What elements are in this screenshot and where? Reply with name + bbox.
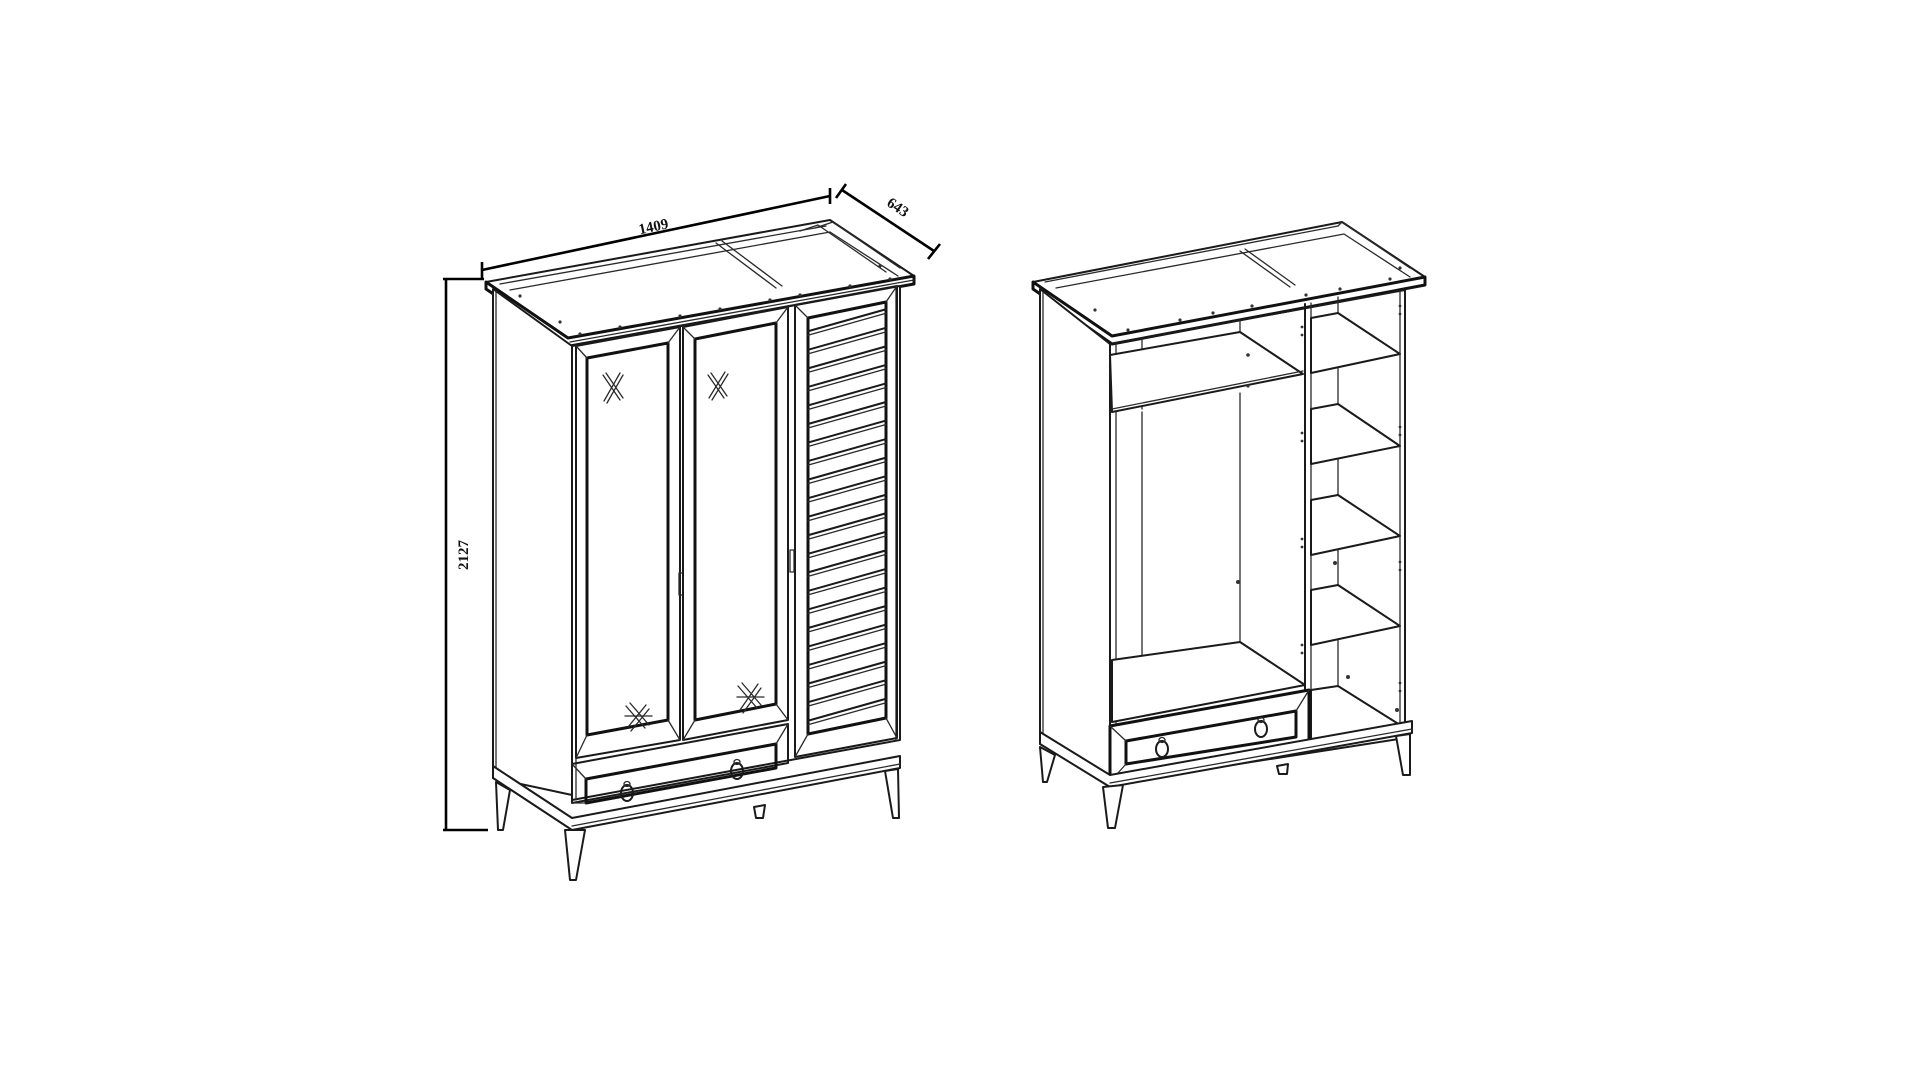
dimension-depth [834, 183, 942, 260]
compartment-floor [1111, 641, 1306, 723]
side-panel [492, 288, 573, 796]
side-panel [1039, 288, 1111, 785]
drawer-closed-view[interactable] [571, 723, 789, 805]
cornice [1031, 275, 1427, 346]
door-middle[interactable] [682, 306, 795, 741]
door-louvered[interactable] [794, 285, 898, 758]
cross-motif-icon [602, 372, 624, 404]
legs [1039, 733, 1411, 829]
shelf-hanging-top [1109, 331, 1304, 413]
cross-motif-icon [624, 702, 653, 732]
door-left[interactable] [575, 326, 684, 759]
shelves-right [1310, 312, 1401, 741]
ring-pull-icon [1254, 716, 1268, 738]
ring-pull-icon [730, 758, 744, 780]
cornice [484, 274, 916, 348]
depth-label: 643 [884, 195, 912, 221]
height-label: 2127 [456, 540, 472, 571]
legs [495, 768, 900, 881]
dimension-width [480, 188, 832, 278]
ring-pull-icon [620, 780, 634, 802]
wardrobe-closed [484, 219, 916, 881]
cross-motif-icon [736, 682, 765, 714]
wardrobe-open [1031, 221, 1427, 829]
front-frame [571, 285, 901, 801]
louver-slats [807, 308, 887, 726]
width-label: 1409 [637, 216, 670, 238]
dimension-height [443, 277, 488, 832]
ring-pull-icon [1155, 736, 1169, 758]
cross-motif-icon [707, 371, 729, 401]
